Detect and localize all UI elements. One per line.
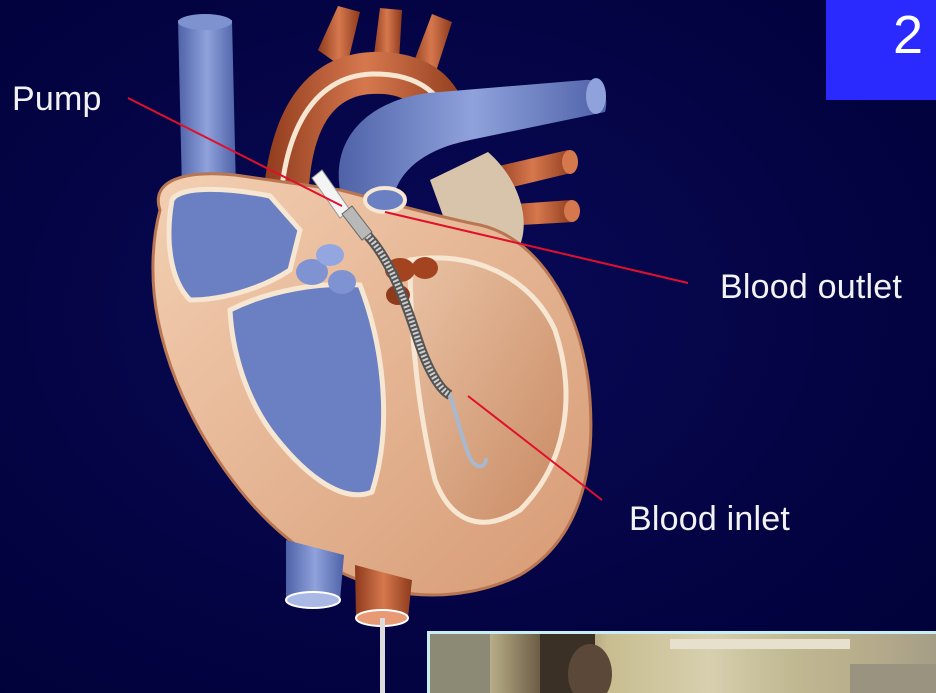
catheter (380, 618, 385, 693)
blood-outlet-label: Blood outlet (720, 268, 902, 307)
aortic-valve-ring (365, 188, 405, 212)
photo-inset (427, 631, 936, 693)
pump-label: Pump (12, 80, 102, 119)
photo-inset-image (430, 634, 936, 693)
superior-vena-cava (178, 14, 236, 190)
pulmonary-artery-end (586, 78, 606, 114)
slide-number: 2 (893, 4, 923, 66)
blood-inlet-label: Blood inlet (629, 500, 790, 539)
